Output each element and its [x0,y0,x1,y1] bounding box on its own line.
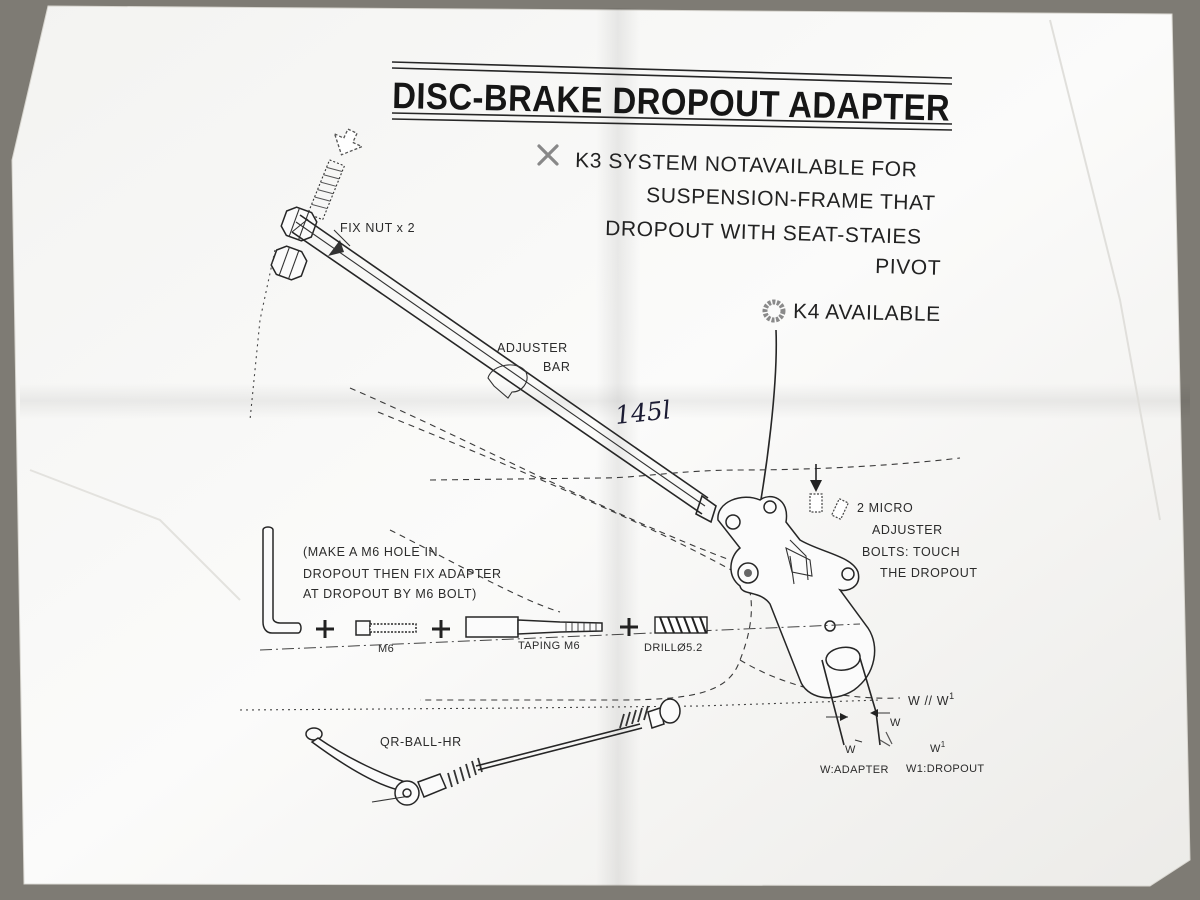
handwritten-note: 145l [614,395,672,430]
m6-label: M6 [378,643,394,655]
micro-adjuster-label-1: 2 MICRO [857,501,913,515]
tap-tool-icon [465,616,603,638]
w-parallel-label: W // W1 [908,691,955,708]
wrinkle [1049,19,1161,521]
qr-skewer: QR-BALL-HR [305,698,681,806]
w1-dropout-label: W1:DROPOUT [906,763,985,775]
w1-top-label: W1 [930,740,946,755]
m6-bolt-icon [355,620,417,636]
drill-label: DRILLØ5.2 [644,642,703,654]
k4-note-label: K4 AVAILABLE [793,300,941,326]
drill-bit-icon [654,616,708,634]
k3-note-line-4: PIVOT [875,255,942,280]
plus-icon [432,620,450,638]
dropout-adapter-plate [717,495,881,746]
tool-row: M6 TAPING M6 DRILLØ5.2 [259,526,861,655]
m6-instruction: (MAKE A M6 HOLE IN DROPOUT THEN FIX ADAP… [303,545,502,601]
k4-note: K4 AVAILABLE [762,299,941,326]
plus-icon [316,620,334,638]
ring-icon [762,299,786,323]
frame-outline [239,387,961,711]
m6-note-line-3: AT DROPOUT BY M6 BOLT) [303,587,477,601]
adjuster-bar-label-2: BAR [543,360,571,374]
fix-bolt-assembly: FIX NUT x 2 [249,128,415,421]
qr-ball-label: QR-BALL-HR [380,735,462,749]
w-small-label: W [890,717,901,729]
micro-adjuster-label-2: ADJUSTER [872,523,943,537]
fix-nut-label: FIX NUT x 2 [340,221,415,235]
fix-nut [270,245,308,281]
m6-note-line-2: DROPOUT THEN FIX ADAPTER [303,567,502,581]
adjuster-bar-label-1: ADJUSTER [497,341,568,355]
width-dimensions: W W // W1 W W:ADAPTER W1 W1:DROPOUT [820,691,985,776]
taping-label: TAPING M6 [518,640,580,652]
cross-icon [537,144,559,166]
curved-arrow-icon [487,364,528,399]
allen-key-icon [262,526,302,634]
w-adapter-label: W:ADAPTER [820,764,889,776]
micro-adjuster-label-4: THE DROPOUT [880,566,978,580]
micro-adjuster-label-3: BOLTS: TOUCH [862,545,960,559]
plus-icon [620,618,638,636]
w-adapter-top-label: W [845,744,856,756]
micro-adjuster-bolts: 2 MICRO ADJUSTER BOLTS: TOUCH THE DROPOU… [809,464,978,580]
fold-crease-horizontal [20,383,1190,419]
wrinkle [29,469,241,601]
adjuster-bar: ADJUSTER BAR [291,214,717,524]
arrow-down-outline-icon [333,128,364,156]
m6-note-line-1: (MAKE A M6 HOLE IN [303,545,438,559]
